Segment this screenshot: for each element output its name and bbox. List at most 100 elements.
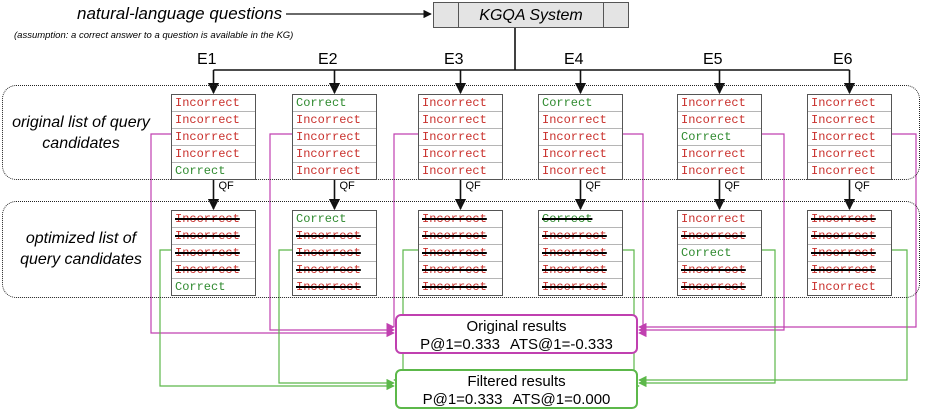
candidate-item: Incorrect — [539, 129, 622, 146]
candidate-item: Incorrect — [678, 95, 761, 112]
candidate-item: Incorrect — [539, 112, 622, 129]
candidate-item: Incorrect — [808, 245, 891, 262]
candidate-item: Incorrect — [419, 211, 502, 228]
filter-label: QF — [465, 180, 481, 192]
kgqa-left-segment — [434, 3, 459, 27]
candidate-item: Incorrect — [808, 95, 891, 112]
candidate-item: Correct — [539, 211, 622, 228]
candidate-item: Incorrect — [172, 95, 255, 112]
candidate-item: Incorrect — [808, 146, 891, 163]
filtered-ats-at-1: ATS@1=0.000 — [512, 391, 611, 408]
optimized-region-label: optimized list of query candidates — [20, 230, 142, 268]
original-result-arrow — [150, 133, 395, 338]
filtered-result-arrow — [638, 249, 908, 385]
filtered-result-arrow — [278, 249, 395, 388]
candidate-item: Incorrect — [293, 262, 376, 279]
candidate-item: Incorrect — [419, 146, 502, 163]
candidate-item: Incorrect — [172, 112, 255, 129]
candidate-item: Incorrect — [172, 262, 255, 279]
candidate-item: Incorrect — [293, 228, 376, 245]
filtered-result-arrow — [638, 249, 776, 388]
kgqa-system-label: KGQA System — [479, 7, 583, 24]
candidate-item: Incorrect — [808, 112, 891, 129]
candidate-item: Incorrect — [808, 211, 891, 228]
filter-label: QF — [585, 180, 601, 192]
candidate-item: Incorrect — [542, 280, 607, 294]
example-label: E1 — [197, 51, 217, 68]
candidate-item: Incorrect — [172, 228, 255, 245]
candidate-item: Incorrect — [678, 112, 761, 129]
candidate-item: Incorrect — [681, 280, 746, 294]
example-label: E2 — [318, 51, 338, 68]
candidate-item: Incorrect — [296, 164, 361, 178]
original-result-arrow — [638, 133, 785, 335]
candidate-item: Incorrect — [419, 245, 502, 262]
input-questions-label: natural-language questions — [77, 4, 283, 23]
original-ats-at-1: ATS@1=-0.333 — [509, 336, 613, 353]
candidate-item: Incorrect — [808, 262, 891, 279]
optimized-region — [2, 201, 920, 298]
candidate-item: Incorrect — [539, 228, 622, 245]
candidate-item: Correct — [539, 95, 622, 112]
candidate-item: Incorrect — [419, 262, 502, 279]
candidate-item: Incorrect — [422, 164, 487, 178]
filtered-results-title: Filtered results — [467, 373, 566, 390]
filter-label: QF — [218, 180, 234, 192]
original-result-arrow — [389, 133, 418, 328]
candidate-item: Incorrect — [293, 129, 376, 146]
filter-label: QF — [339, 180, 355, 192]
candidate-item: Incorrect — [678, 262, 761, 279]
example-label: E4 — [564, 51, 584, 68]
original-result-arrow — [269, 133, 395, 335]
candidate-item: Incorrect — [293, 245, 376, 262]
candidate-item: Correct — [293, 211, 376, 228]
candidate-item: Incorrect — [172, 211, 255, 228]
example-label: E5 — [703, 51, 723, 68]
candidate-item: Incorrect — [296, 280, 361, 294]
candidate-item: Incorrect — [808, 228, 891, 245]
kgqa-system-box: KGQA System — [433, 2, 629, 28]
candidate-item: Incorrect — [422, 280, 487, 294]
candidate-item: Incorrect — [539, 245, 622, 262]
candidate-item: Incorrect — [678, 146, 761, 163]
filtered-result-arrow — [159, 249, 395, 391]
candidate-item: Correct — [293, 95, 376, 112]
filter-label: QF — [724, 180, 740, 192]
kgqa-right-segment — [603, 3, 628, 27]
candidate-item: Incorrect — [678, 211, 761, 228]
example-label: E3 — [444, 51, 464, 68]
candidate-item: Correct — [175, 164, 226, 178]
candidate-item: Incorrect — [542, 164, 607, 178]
candidate-item: Incorrect — [172, 129, 255, 146]
candidate-item: Incorrect — [419, 95, 502, 112]
candidate-item: Correct — [678, 245, 761, 262]
original-region-label: original list of query candidates — [12, 114, 150, 152]
candidate-item: Incorrect — [681, 164, 746, 178]
candidate-item: Incorrect — [172, 245, 255, 262]
candidate-item: Incorrect — [678, 228, 761, 245]
filtered-results-box: Filtered results P@1=0.333 ATS@1=0.000 — [395, 369, 638, 409]
filter-label: QF — [854, 180, 870, 192]
filtered-p-at-1: P@1=0.333 — [422, 391, 503, 408]
original-result-arrow — [638, 133, 917, 332]
candidate-item: Correct — [175, 280, 226, 294]
candidate-item: Incorrect — [811, 164, 876, 178]
candidate-item: Incorrect — [293, 146, 376, 163]
candidate-item: Correct — [678, 129, 761, 146]
candidate-item: Incorrect — [811, 280, 876, 294]
candidate-item: Incorrect — [419, 112, 502, 129]
example-label: E6 — [833, 51, 853, 68]
